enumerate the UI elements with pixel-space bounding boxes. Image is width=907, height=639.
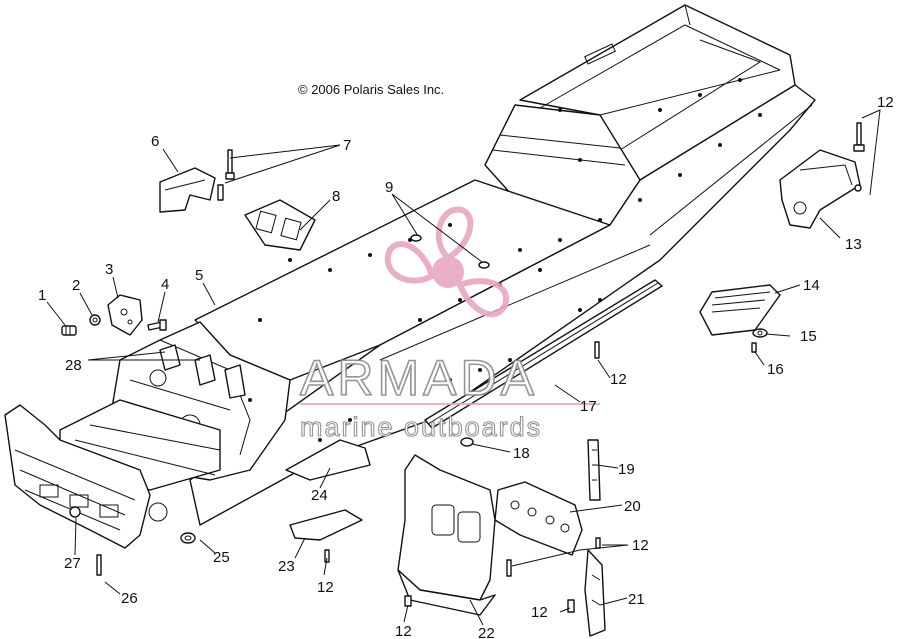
propeller-logo-icon <box>384 206 510 318</box>
part-25-grommet <box>180 532 196 544</box>
part-18-plug <box>460 437 474 447</box>
part-9-plugs <box>410 234 490 269</box>
part-23-plate <box>289 509 363 541</box>
callout-12-bottom-mid: 12 <box>395 623 412 639</box>
callout-6: 6 <box>151 133 159 150</box>
part-2-nut <box>89 314 101 326</box>
callout-12-upper-right: 12 <box>877 94 894 111</box>
callout-27: 27 <box>64 555 81 572</box>
callout-12-bottom-left: 12 <box>317 579 334 596</box>
callout-26: 26 <box>121 590 138 607</box>
part-20-bracket <box>494 481 583 556</box>
watermark-tagline: marine outboards <box>300 412 542 442</box>
copyright-text: © 2006 Polaris Sales Inc. <box>298 82 444 97</box>
part-22-side-panel <box>397 454 496 616</box>
part-4-screw <box>147 319 167 331</box>
part-15-washer <box>752 328 768 338</box>
chassis-rivets <box>248 78 762 442</box>
part-14-step <box>699 284 781 336</box>
callout-12-mid: 12 <box>610 371 627 388</box>
callout-17: 17 <box>580 398 597 415</box>
part-1-bolt <box>61 325 77 336</box>
callout-22: 22 <box>478 625 495 639</box>
callout-numbers: 1 2 3 4 5 6 7 8 9 12 12 12 12 12 12 13 1… <box>38 94 894 639</box>
leader-lines <box>46 109 881 626</box>
callout-8: 8 <box>332 188 340 205</box>
part-8-guide <box>244 199 316 251</box>
callout-7: 7 <box>343 137 351 154</box>
watermark-brand: ARMADA <box>300 350 538 406</box>
part-24-bracket <box>285 439 371 481</box>
callout-2: 2 <box>72 277 80 294</box>
callout-28: 28 <box>65 357 82 374</box>
callout-4: 4 <box>161 276 169 293</box>
callout-18: 18 <box>513 445 530 462</box>
callout-14: 14 <box>803 277 820 294</box>
part-6-bracket <box>159 167 216 213</box>
part-28-brackets <box>159 344 246 399</box>
part-3-bracket <box>107 294 143 336</box>
callout-23: 23 <box>278 558 295 575</box>
callout-13: 13 <box>845 236 862 253</box>
callout-5: 5 <box>195 267 203 284</box>
callout-3: 3 <box>105 261 113 278</box>
part-19-strap <box>587 439 601 501</box>
callout-16: 16 <box>767 361 784 378</box>
callout-15: 15 <box>800 328 817 345</box>
callout-21: 21 <box>628 591 645 608</box>
part-27-nut <box>69 506 81 518</box>
part-13-bracket <box>779 149 861 229</box>
part-12-bolt-upper-right <box>853 122 865 192</box>
callout-12-bottom-right: 12 <box>531 604 548 621</box>
side-rail-17 <box>424 279 663 429</box>
armada-watermark: ARMADA marine outboards <box>299 206 600 443</box>
callout-24: 24 <box>311 487 328 504</box>
part-26-screw <box>96 554 102 576</box>
part-7-screws <box>217 149 235 201</box>
callout-1: 1 <box>38 287 46 304</box>
part-21-panel <box>584 549 606 637</box>
part-12-small-screws <box>324 341 601 613</box>
callout-25: 25 <box>213 549 230 566</box>
callout-12-right-lower: 12 <box>632 537 649 554</box>
callout-19: 19 <box>618 461 635 478</box>
callout-20: 20 <box>624 498 641 515</box>
callout-9: 9 <box>385 179 393 196</box>
part-16-screw <box>751 342 757 353</box>
